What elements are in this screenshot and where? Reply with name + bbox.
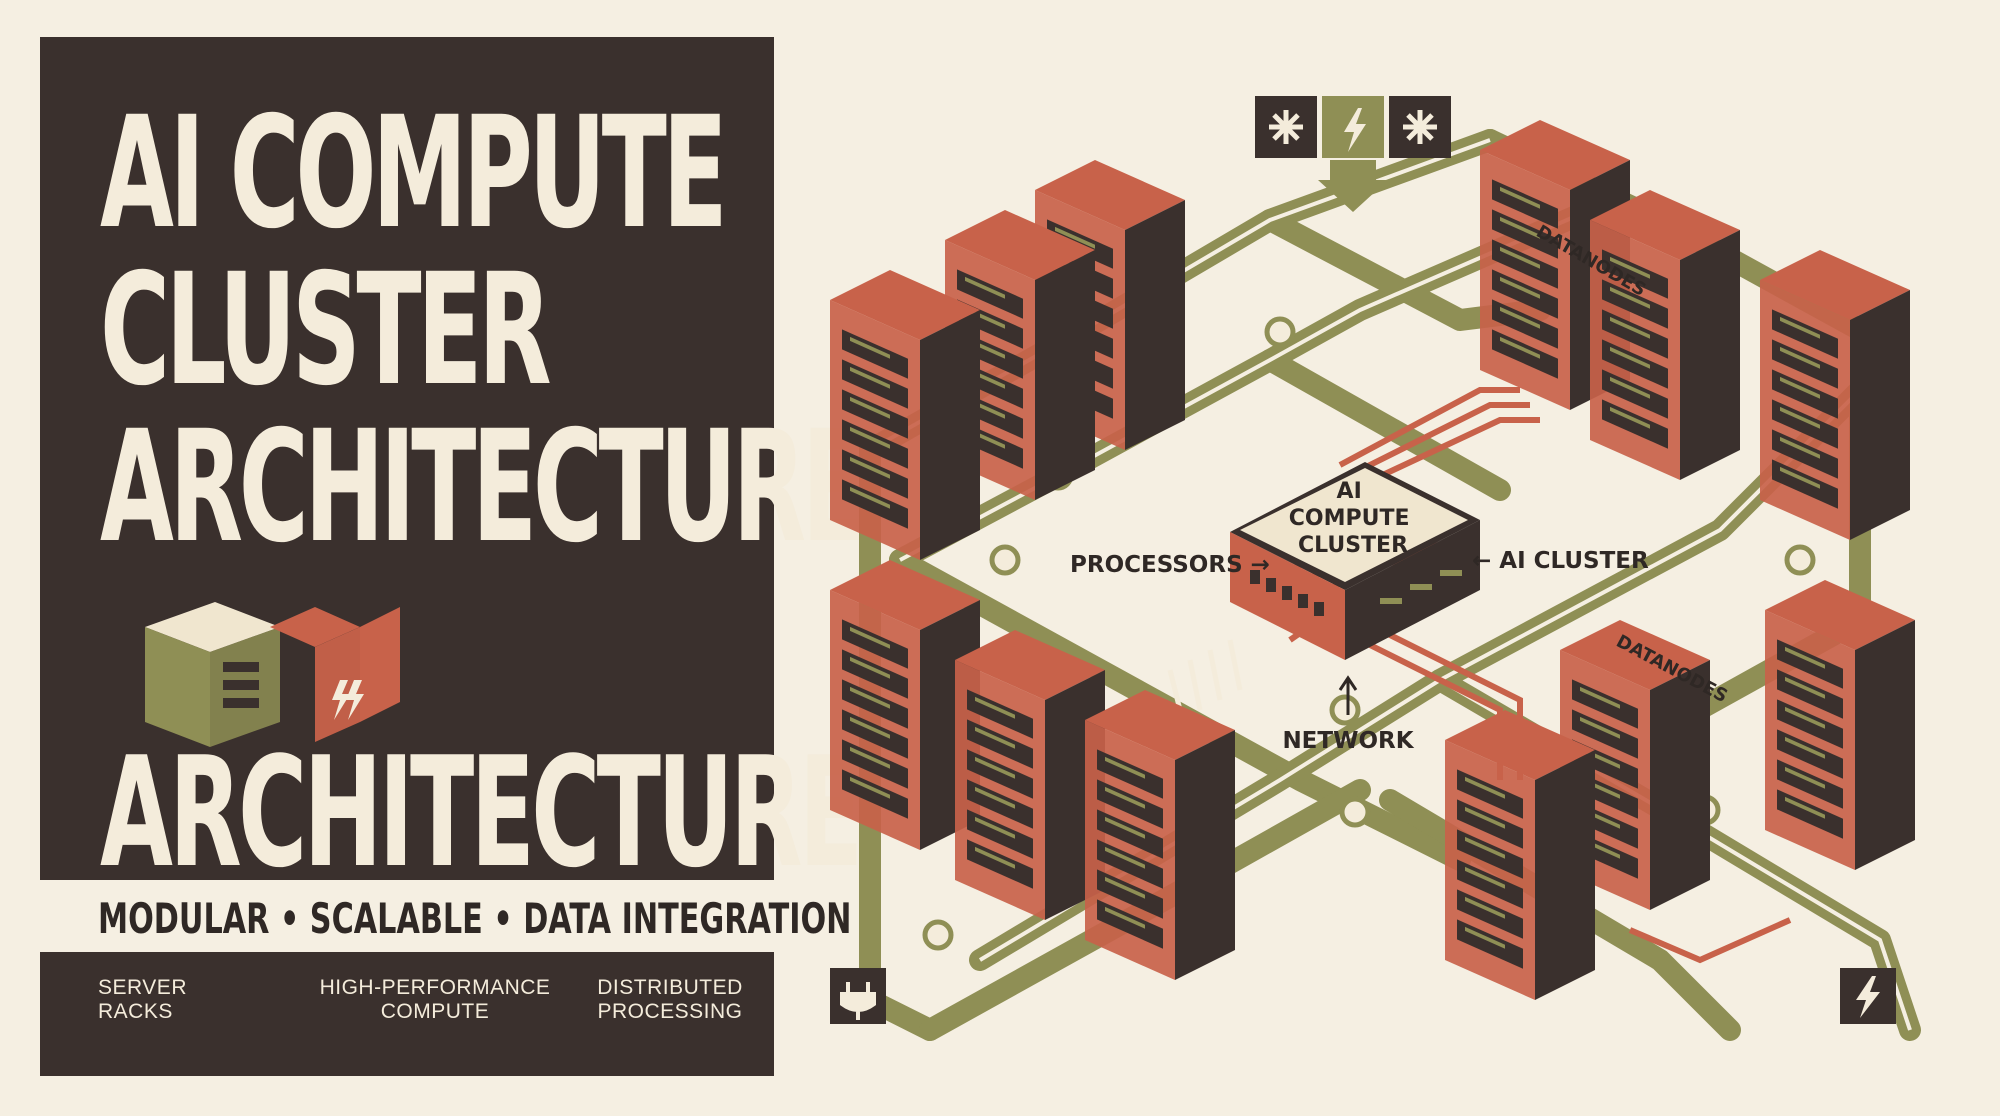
title-line-1: AI COMPUTE	[100, 84, 728, 263]
title-line-2: CLUSTER	[100, 241, 552, 420]
feature-distributed-processing: DISTRIBUTED PROCESSING	[597, 976, 743, 1023]
asterisk-icon	[1269, 110, 1303, 144]
power-block-icon	[270, 607, 400, 742]
title-panel: AI COMPUTE CLUSTER ARCHITECTURE ARCHITEC…	[40, 37, 867, 889]
hub-label-line-2: COMPUTE	[1289, 506, 1410, 531]
compute-hub	[1230, 462, 1480, 660]
network-arrow-icon	[1338, 675, 1358, 715]
feature-server-racks: SERVER RACKS	[98, 976, 187, 1023]
server-cube-icon	[145, 602, 280, 747]
processors-label: PROCESSORS →	[1070, 552, 1270, 578]
ai-cluster-label: ← AI CLUSTER	[1472, 548, 1649, 574]
cluster-diagram: DATANODES DATANODES AI COMPUTE CLUSTER P…	[830, 96, 1921, 1041]
title-line-3: ARCHITECTURE	[100, 398, 867, 577]
hub-label-line-3: CLUSTER	[1298, 533, 1408, 558]
lightning-icon	[1840, 968, 1896, 1024]
hub-label: AI COMPUTE CLUSTER	[1289, 479, 1417, 558]
page-title: AI COMPUTE CLUSTER ARCHITECTURE	[100, 84, 867, 577]
top-icon-strip	[1255, 96, 1451, 212]
plug-icon	[830, 968, 886, 1024]
tagline: MODULAR • SCALABLE • DATA INTEGRATION	[98, 894, 852, 943]
subtitle: ARCHITECTURE	[100, 724, 863, 901]
network-label: NETWORK	[1282, 728, 1414, 754]
feature-high-performance-compute: HIGH-PERFORMANCE COMPUTE	[319, 976, 551, 1023]
hub-label-line-1: AI	[1337, 479, 1362, 504]
asterisk-icon	[1403, 110, 1437, 144]
lightning-icon	[1344, 108, 1366, 152]
features-panel: SERVER RACKS HIGH-PERFORMANCE COMPUTE DI…	[40, 952, 774, 1076]
